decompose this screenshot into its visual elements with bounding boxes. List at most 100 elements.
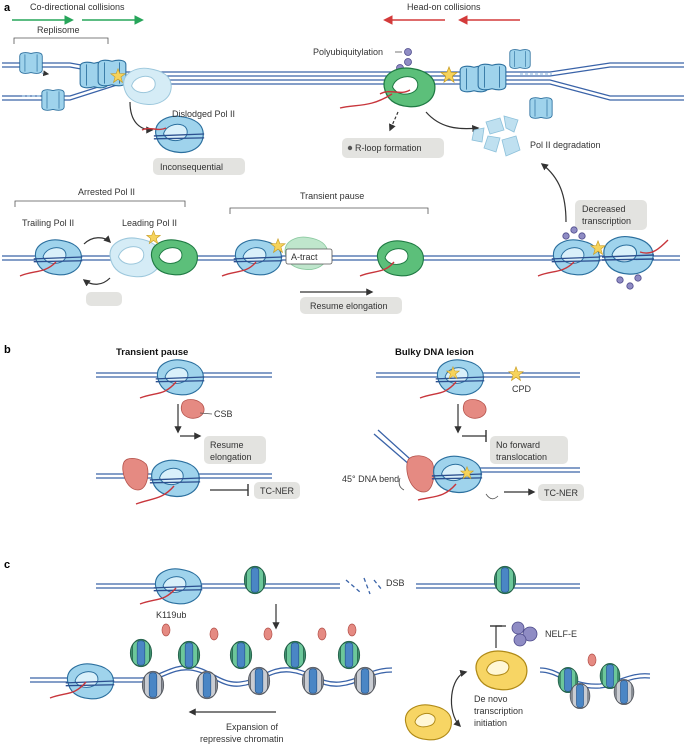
b-resume-box (204, 436, 266, 464)
b-right-rna-1 (419, 381, 457, 399)
ubiquitin-2 (404, 58, 412, 66)
nelf-inhibit-line (495, 625, 506, 648)
displaced-pol2-pale (123, 67, 172, 105)
trailing-rna (19, 261, 57, 277)
k119ub-label: K119ub (156, 610, 186, 620)
replisome-helicase-1 (19, 52, 43, 74)
b-left-rna-1 (139, 381, 177, 399)
de-novo-label-2: transcription (474, 706, 523, 716)
b-no-forward-box (490, 436, 568, 464)
replisome-core-4 (477, 63, 507, 91)
polyubiquitylation-label: Polyubiquitylation (313, 47, 383, 57)
nelf-e-lobe-1 (511, 621, 525, 635)
b-right-pol2-1 (435, 359, 485, 396)
csb-protein (180, 399, 205, 419)
cpd-label: CPD (512, 384, 532, 394)
inconsequential-box (153, 158, 245, 175)
to-degradation-arrow (540, 163, 567, 223)
degraded-pol2-fragments (471, 115, 521, 157)
b-right-tcner-label: TC-NER (544, 488, 578, 498)
stalled-rna-1 (537, 261, 575, 277)
de-novo-label-1: De novo (474, 694, 508, 704)
c-nuc-9 (337, 640, 361, 670)
expansion-label-2: repressive chromatin (200, 734, 284, 744)
yellow-pol2-bottom (404, 704, 452, 741)
stalled-pol2-1 (551, 239, 601, 276)
b-right-tcner-box (538, 484, 584, 501)
transient-bracket (229, 207, 429, 214)
expansion-label-1: Expansion of (226, 722, 279, 732)
transient-pause-label: Transient pause (300, 191, 364, 201)
b-right-pol2-2 (431, 455, 483, 494)
c-nuc-7 (283, 640, 307, 670)
c-bottom-rna (49, 681, 87, 699)
a-tract-label: A-tract (291, 252, 318, 262)
c-nuc-8 (301, 666, 325, 696)
b-right-rna-2 (417, 483, 457, 501)
dsb-fragments (345, 577, 383, 595)
c-nuc-3 (177, 640, 201, 670)
de-novo-label-3: initiation (474, 718, 507, 728)
stalled-rna-2 (639, 239, 669, 254)
c-right-nuc-2 (569, 682, 591, 710)
c-right-ub (587, 653, 597, 667)
r-loop-arrow (389, 111, 399, 132)
de-novo-double-arrow (450, 669, 468, 728)
b-transient-pause-title: Transient pause (116, 347, 188, 358)
ubiquitin-1 (404, 48, 412, 56)
c-nuc-5 (229, 640, 253, 670)
decreased-box (575, 200, 647, 230)
c-bottom-pol2 (65, 663, 115, 700)
trailing-pol2 (33, 239, 83, 276)
dna-bend-label: 45° DNA bend (342, 474, 399, 484)
dna-c-right (539, 667, 651, 689)
yellow-pol2-top (475, 650, 528, 691)
b-resume-label-1: Resume (210, 440, 244, 450)
arrested-label: Arrested Pol II (78, 187, 135, 197)
panel-b-letter: b (4, 344, 11, 356)
cpd-star (508, 366, 524, 381)
dsb-label: DSB (386, 578, 405, 588)
leading-strand-arrow (21, 69, 50, 77)
resume-elongation-label: Resume elongation (310, 301, 388, 311)
co-directional-label: Co-directional collisions (30, 2, 125, 12)
resumed-rna (359, 261, 395, 277)
c-nuc-1 (129, 638, 153, 668)
b-no-forward-label-2: translocation (496, 452, 547, 462)
stalled-pol2-2 (601, 235, 655, 275)
c-top-nucleosome-1 (243, 565, 267, 595)
r-loop-box (342, 138, 444, 158)
dislodge-arrow (129, 101, 154, 134)
c-right-nuc-4 (613, 678, 635, 706)
inconsequential-label: Inconsequential (160, 162, 223, 172)
panel-a-letter: a (4, 2, 11, 14)
replisome-polymerase-1 (41, 89, 65, 111)
c-nuc-2 (141, 670, 165, 700)
replisome-bracket (13, 37, 109, 44)
paused-rna (221, 261, 257, 277)
c-nuc-10 (353, 666, 377, 696)
arrest-cycle-arrow-bottom (82, 277, 111, 287)
resume-elongation-box (300, 297, 402, 314)
head-on-label: Head-on collisions (407, 2, 481, 12)
replisome-polymerase-2 (529, 97, 553, 119)
c-nuc-4 (195, 670, 219, 700)
degradation-arrow (425, 111, 480, 133)
nelf-e-lobe-2 (522, 626, 538, 642)
csb-bound-right (406, 455, 435, 493)
dislodged-pol2 (153, 115, 205, 154)
dislodged-rna (141, 127, 167, 131)
c-top-rna (139, 587, 177, 605)
nelf-e-lobe-3 (513, 633, 527, 647)
decreased-label-2: transcription (582, 216, 631, 226)
dislodged-label: Dislodged Pol II (172, 109, 235, 119)
c-nuc-6 (247, 666, 271, 696)
k119ub-marks (161, 623, 357, 641)
blank-box (86, 292, 122, 306)
pol2-degradation-label: Pol II degradation (530, 140, 601, 150)
arrest-cycle-arrow-top (83, 235, 112, 245)
b-left-tcner-box (254, 482, 300, 499)
csb-bound (122, 458, 149, 491)
replisome-label: Replisome (37, 25, 80, 35)
